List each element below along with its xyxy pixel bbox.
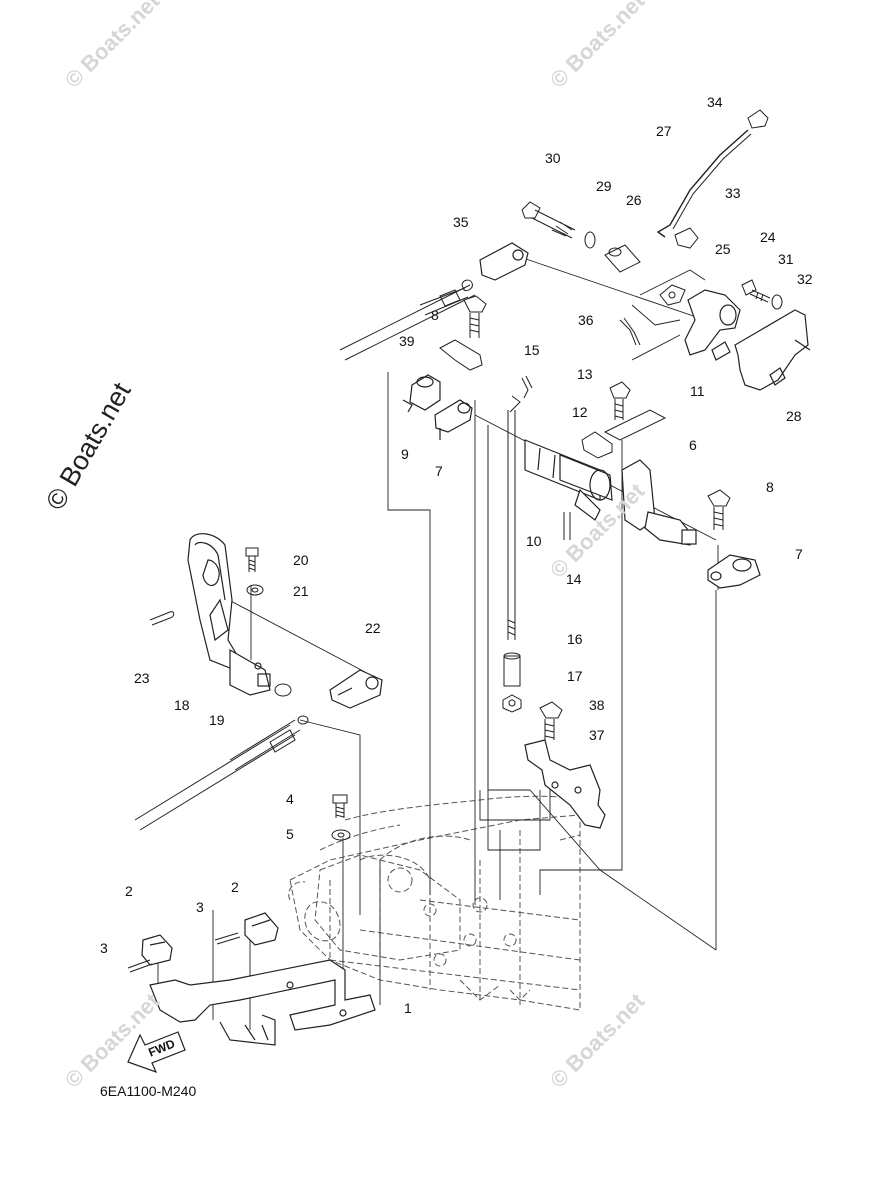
part-label-1: 1: [404, 1000, 412, 1016]
part-label-14: 14: [566, 571, 582, 587]
part-label-32: 32: [797, 271, 813, 287]
part-label-33: 33: [725, 185, 741, 201]
bracket-28: [734, 309, 811, 391]
clip-33: [674, 227, 699, 249]
part-label-22: 22: [365, 620, 381, 636]
lever-7-upper: [434, 399, 473, 440]
part-label-24: 24: [760, 229, 776, 245]
part-label-29: 29: [596, 178, 612, 194]
part-label-2b: 2: [231, 879, 239, 895]
lever-24: [684, 289, 741, 361]
bracket-37: [524, 739, 606, 829]
part-label-37: 37: [589, 727, 605, 743]
part-label-7a: 7: [435, 463, 443, 479]
fwd-arrow: [127, 1031, 186, 1074]
shift-shaft-6: [524, 439, 697, 546]
part-label-27: 27: [656, 123, 672, 139]
part-label-34: 34: [707, 94, 723, 110]
collar-16: [503, 652, 521, 687]
part-label-17: 17: [567, 668, 583, 684]
bolt-13: [609, 381, 631, 420]
part-label-10: 10: [526, 533, 542, 549]
assembly-lines: [157, 256, 721, 1030]
part-label-31: 31: [778, 251, 794, 267]
nut-17: [502, 694, 522, 713]
part-label-30: 30: [545, 150, 561, 166]
part-label-3b: 3: [196, 899, 204, 915]
remote-cable-lower: [134, 715, 309, 831]
part-label-16: 16: [567, 631, 583, 647]
part-label-19: 19: [209, 712, 225, 728]
bolt-31: [741, 279, 771, 303]
part-label-26: 26: [626, 192, 642, 208]
washer-32: [771, 294, 783, 310]
part-label-2a: 2: [125, 883, 133, 899]
bolt-4: [332, 794, 348, 818]
bracket-1: [149, 959, 376, 1046]
clip-15: [521, 375, 533, 399]
collar-26: [604, 244, 641, 273]
part-label-38: 38: [589, 697, 605, 713]
part-label-8a: 8: [431, 307, 439, 323]
part-label-21: 21: [293, 583, 309, 599]
lever-7-right: [707, 554, 761, 589]
bolt-8-upper: [463, 295, 487, 338]
plate-11: [603, 409, 667, 441]
plate-39: [439, 339, 483, 371]
part-label-28: 28: [786, 408, 802, 424]
shaft-10: [563, 512, 571, 540]
diagram-code: 6EA1100-M240: [100, 1083, 197, 1099]
part-label-7b: 7: [795, 546, 803, 562]
collar-9: [402, 374, 441, 413]
bolt-20: [245, 547, 259, 572]
part-label-39: 39: [399, 333, 415, 349]
washer-21: [246, 584, 264, 596]
part-label-23: 23: [134, 670, 150, 686]
washer-29: [584, 231, 596, 249]
pin-3-right: [214, 932, 241, 945]
part-label-18: 18: [174, 697, 190, 713]
part-label-3a: 3: [100, 940, 108, 956]
part-label-9: 9: [401, 446, 409, 462]
washer-5: [331, 829, 351, 841]
rod-27: [656, 129, 749, 238]
part-label-20: 20: [293, 552, 309, 568]
part-label-36: 36: [578, 312, 594, 328]
rod-14: [507, 395, 521, 640]
guide-2-right: [244, 912, 279, 946]
clip-36: [619, 317, 641, 346]
bolt-38: [539, 701, 563, 740]
joint-35: [479, 242, 529, 281]
part-label-25: 25: [715, 241, 731, 257]
link-25: [659, 284, 686, 306]
o-ring-19: [274, 683, 292, 697]
part-label-15: 15: [524, 342, 540, 358]
cap-34: [747, 109, 769, 129]
part-label-6: 6: [689, 437, 697, 453]
part-label-8b: 8: [766, 479, 774, 495]
remote-cable-upper: [339, 279, 476, 361]
part-label-35: 35: [453, 214, 469, 230]
part-label-11: 11: [690, 383, 705, 399]
part-label-13: 13: [577, 366, 593, 382]
joint-22: [329, 669, 383, 709]
shift-lever-18: [187, 533, 271, 696]
plate-12: [581, 431, 613, 459]
bolt-30: [521, 201, 576, 239]
guide-2-left: [141, 934, 173, 966]
part-label-4: 4: [286, 791, 294, 807]
bolt-8-right: [707, 489, 731, 530]
pin-3-left: [127, 959, 153, 973]
part-label-12: 12: [572, 404, 588, 420]
part-label-5: 5: [286, 826, 294, 842]
clip-23: [149, 611, 175, 626]
